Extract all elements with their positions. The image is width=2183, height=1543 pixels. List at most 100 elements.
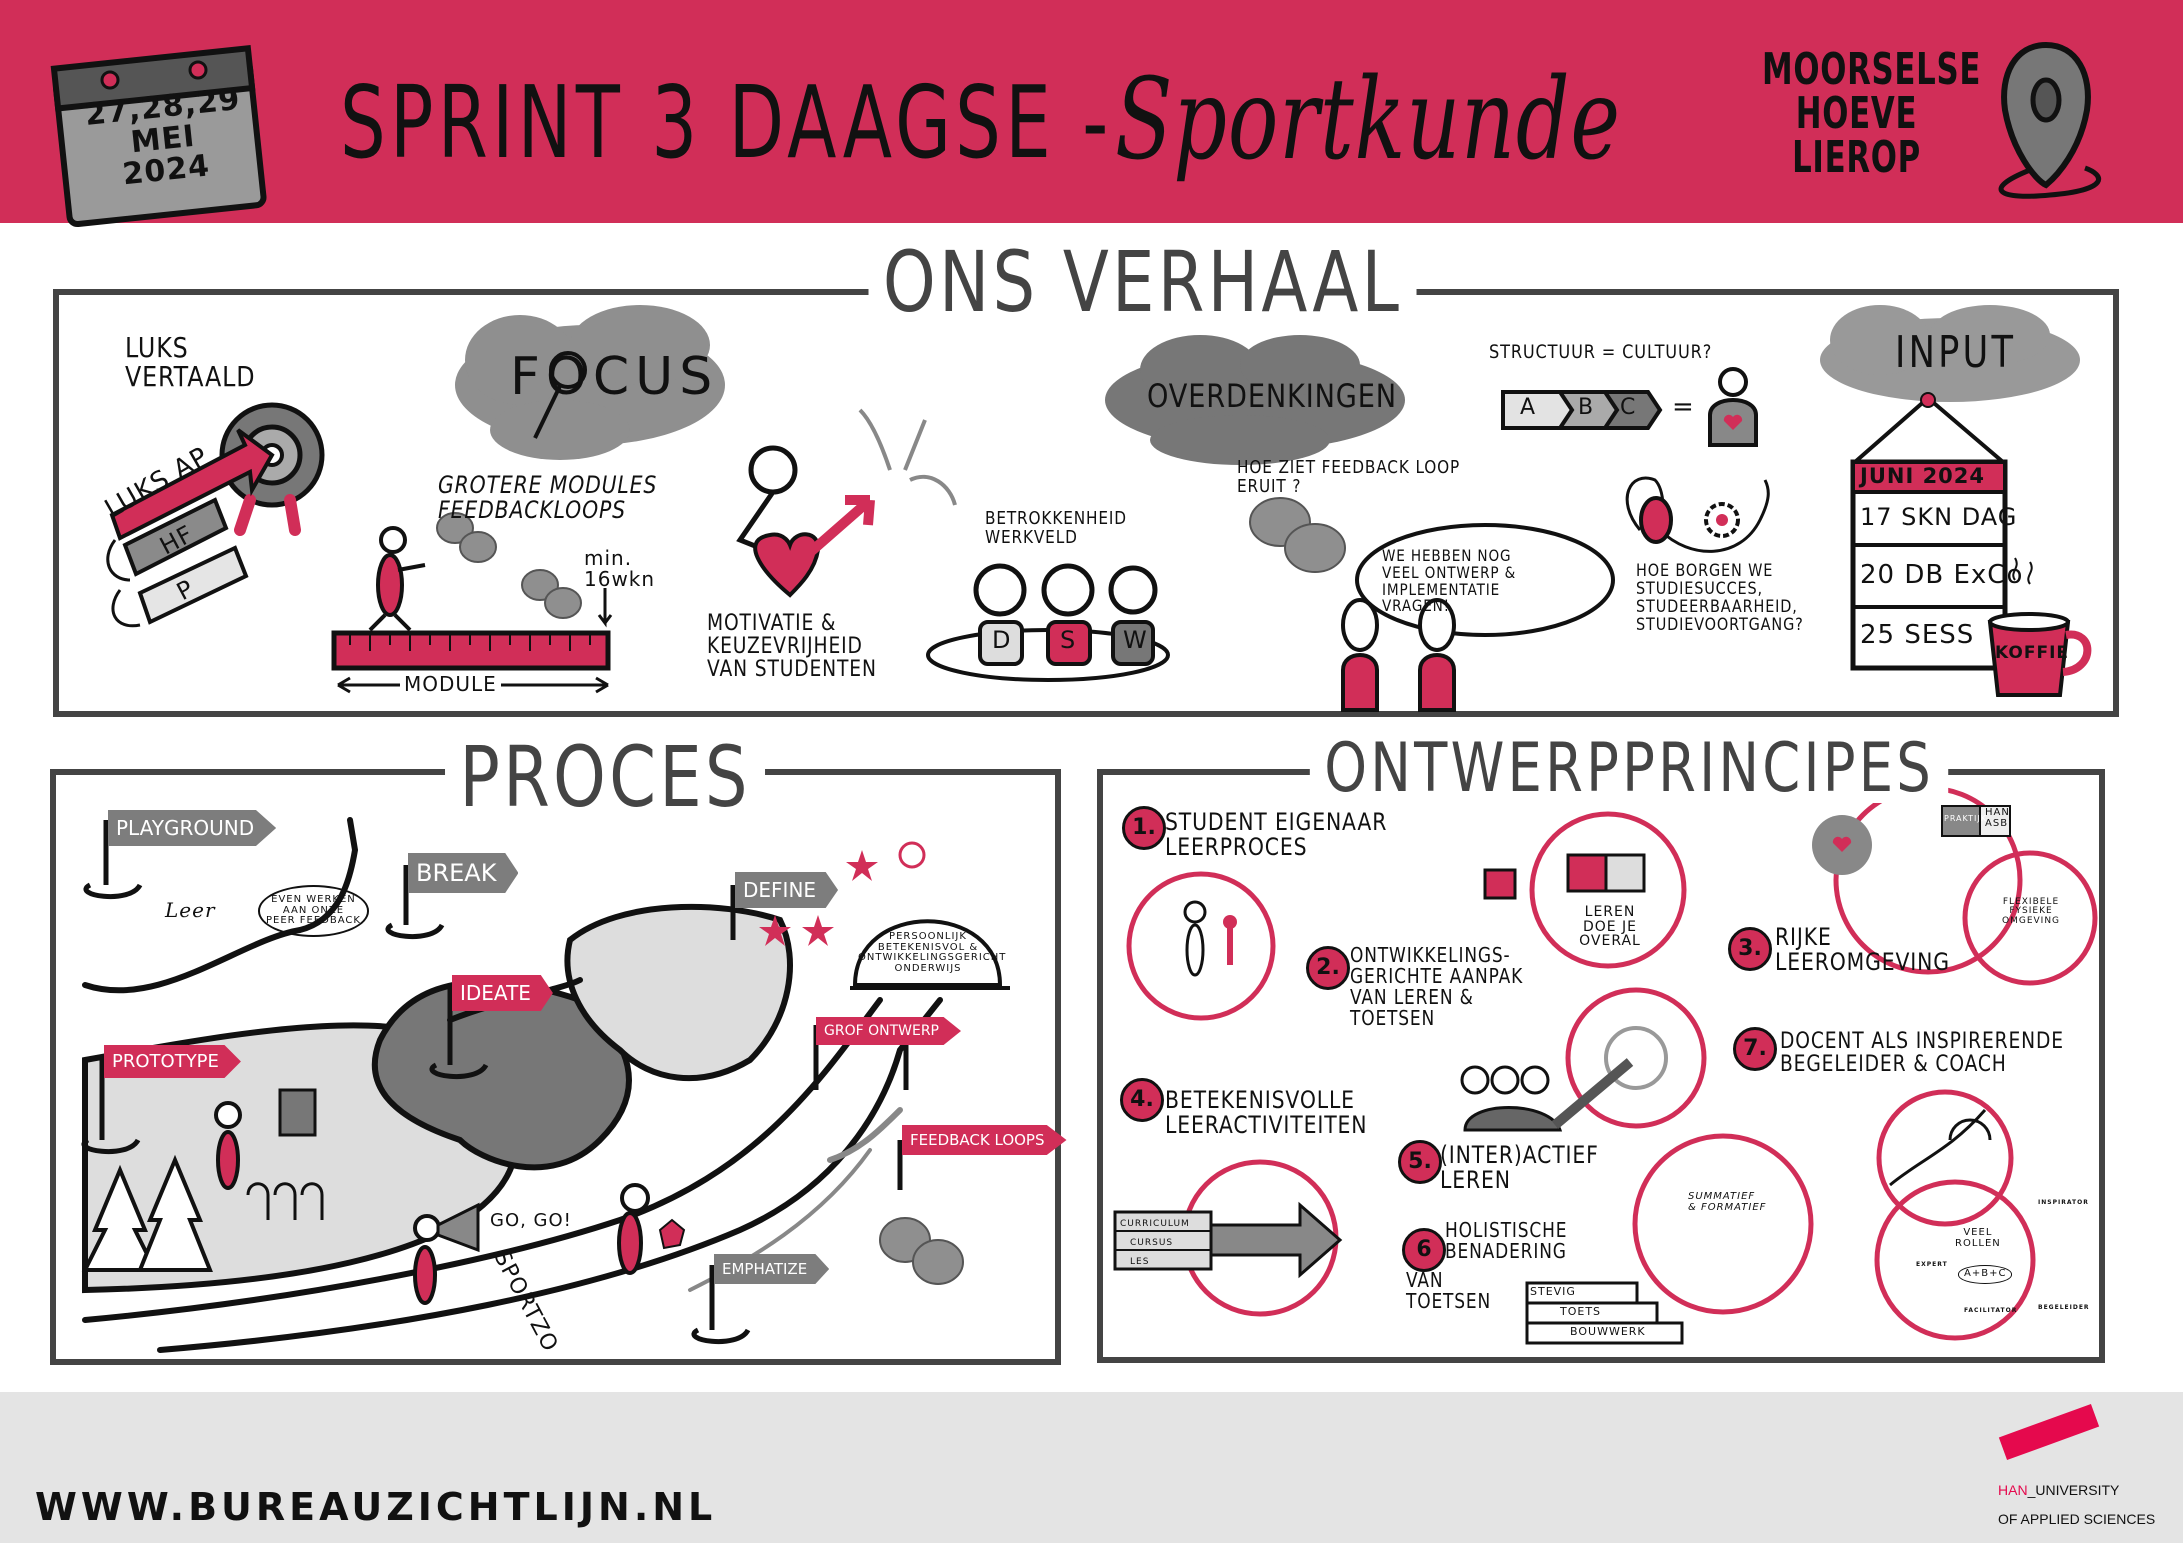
event-location: MOORSELSE HOEVE LIEROP xyxy=(1762,44,1982,183)
principle-3-label: RIJKE LEEROMGEVING xyxy=(1775,923,1950,977)
luks-ap-arrow xyxy=(109,428,275,541)
abc-c-label: C xyxy=(1620,395,1637,420)
page-title-subject: Sportkunde xyxy=(1115,55,1621,185)
curriculum-row: CURSUS xyxy=(1130,1238,1174,1248)
event-dates: 27,28,29 MEI 2024 xyxy=(83,81,243,193)
principle-number-5: 5. xyxy=(1398,1140,1442,1184)
principle-7-label: DOCENT ALS INSPIRERENDE BEGELEIDER & COA… xyxy=(1780,1029,2064,1078)
han-asb-label: HAN ASB xyxy=(1985,807,2010,829)
focus-cloud xyxy=(455,305,725,460)
runner-figure xyxy=(617,1183,686,1275)
flag-ideate: IDEATE xyxy=(452,975,553,1011)
overdenkingen-cloud xyxy=(1105,335,1405,465)
flag-poles xyxy=(81,820,909,1344)
flag-define: DEFINE xyxy=(735,872,839,908)
principle-1-label: STUDENT EIGENAAR LEERPROCES xyxy=(1165,808,1388,862)
flexibele-omgeving-label: FLEXIBELE FYSIEKE OMGEVING xyxy=(2002,897,2061,926)
flag-break: BREAK xyxy=(408,853,519,893)
flag-playground: PLAYGROUND xyxy=(108,810,277,846)
principle-4-label: BETEKENISVOLLE LEERACTIVITEITEN xyxy=(1165,1086,1368,1140)
van-toetsen-label: VAN TOETSEN xyxy=(1406,1268,1492,1313)
website-link[interactable]: WWW.BUREAUZICHTLIJN.NL xyxy=(35,1485,717,1529)
summatief-label: SUMMATIEF & FORMATIEF xyxy=(1688,1191,1767,1213)
flag-emphatize: EMPHATIZE xyxy=(714,1254,830,1284)
toets-steps xyxy=(1525,1281,1684,1345)
section-title-proces: PROCES xyxy=(445,735,766,819)
principle-2-label: ONTWIKKELINGS- GERICHTE AANPAK VAN LEREN… xyxy=(1350,943,1524,1030)
han-logo-line2: OF APPLIED SCIENCES xyxy=(1998,1511,2156,1528)
feedback-bubbles-icon xyxy=(879,1217,964,1285)
step-label: BOUWWERK xyxy=(1570,1325,1646,1338)
han-logo-han: HAN xyxy=(1998,1481,2028,1498)
peer-feedback-bubble: EVEN WERKEN AAN ONZE PEER FEEDBACK xyxy=(258,885,369,937)
sun-dome xyxy=(850,919,1010,990)
megaphone-figure xyxy=(413,1202,480,1305)
curriculum-row: LES xyxy=(1130,1257,1150,1267)
wall-calendar xyxy=(1850,392,2008,671)
input-label: INPUT xyxy=(1895,327,2017,378)
principle-number-3: 3. xyxy=(1728,927,1772,971)
calendar-row: 20 DB ExCo xyxy=(1860,560,2024,590)
running-figure xyxy=(368,526,426,632)
principle-number-6: 6 xyxy=(1402,1228,1446,1272)
two-people xyxy=(1341,598,1456,712)
dome-text: PERSOONLIJK BETEKENISVOL & ONTWIKKELINGS… xyxy=(858,931,1007,974)
section-title-ontwerpprincipes: ONTWERPPRINCIPES xyxy=(1309,735,1949,803)
role-expert: EXPERT xyxy=(1916,1261,1948,1268)
betrokkenheid-label: BETROKKENHEID WERKVELD xyxy=(985,508,1127,548)
abc-chevrons xyxy=(1501,390,1663,430)
focus-label: FOCUS xyxy=(510,347,719,407)
page-title: SPRINT 3 DAAGSE - xyxy=(340,64,1113,181)
calendar-row: 17 SKN DAG xyxy=(1860,503,2018,531)
step-label: STEVIG xyxy=(1530,1285,1576,1298)
structuur-cultuur-label: STRUCTUUR = CULTUUR? xyxy=(1489,341,1713,363)
dsw-s-label: S xyxy=(1060,626,1077,654)
luks-vertaald-label: LUKS VERTAALD xyxy=(125,331,256,394)
leren-overal-label: LEREN DOE JE OVERAL xyxy=(1579,904,1641,950)
calendar-row: 25 SESS xyxy=(1860,620,1975,650)
principle-number-1: 1. xyxy=(1122,806,1166,850)
go-go-label: GO, GO! xyxy=(490,1210,572,1231)
target-arrow-group xyxy=(1460,1026,1668,1132)
heart-person-small xyxy=(1708,367,1758,447)
equals-sign: = xyxy=(1672,392,1695,422)
curriculum-arrow xyxy=(1113,1201,1343,1279)
heart-person xyxy=(736,408,957,598)
han-logo-university: _UNIVERSITY xyxy=(2027,1481,2120,1498)
dsw-figures xyxy=(926,563,1170,682)
flag-prototype: PROTOTYPE xyxy=(104,1045,241,1078)
header-banner xyxy=(0,0,2183,223)
koffie-label: KOFFIE xyxy=(1995,643,2070,663)
section-title-ons-verhaal: ONS VERHAAL xyxy=(868,240,1417,324)
feedback-question: HOE ZIET FEEDBACK LOOP ERUIT ? xyxy=(1237,457,1461,497)
han-logo: HAN_UNIVERSITY OF APPLIED SCIENCES xyxy=(1998,1468,2155,1527)
lightbulb-gear-icon xyxy=(1625,476,1770,553)
footer xyxy=(0,1392,2183,1543)
flag-grof-ontwerp: GROF ONTWERP xyxy=(816,1017,962,1045)
stars-icon xyxy=(759,841,926,946)
grotere-modules-label: GROTERE MODULES FEEDBACKLOOPS xyxy=(438,471,658,525)
dsw-d-label: D xyxy=(992,626,1012,654)
role-facilitator: FACILITATOR xyxy=(1964,1307,2018,1314)
speech-bubble-text: WE HEBBEN NOG VEEL ONTWERP & IMPLEMENTAT… xyxy=(1382,546,1517,616)
hf-p-blocks xyxy=(106,497,249,628)
role-begeleider: BEGELEIDER xyxy=(2038,1304,2090,1311)
principle-number-2: 2. xyxy=(1306,946,1350,990)
overdenkingen-label: OVERDENKINGEN xyxy=(1147,377,1397,415)
min-wkn-label: min. 16wkn xyxy=(584,546,656,591)
pine-trees-icon xyxy=(81,1154,213,1272)
principle-number-4: 4. xyxy=(1120,1078,1164,1122)
ruler-icon xyxy=(331,588,613,694)
coffee-mug-icon xyxy=(1987,557,2092,697)
location-pin-icon xyxy=(1998,41,2102,199)
praktijk-label: PRAKTIJK xyxy=(1944,814,1988,823)
principle-6-label: HOLISTISCHE BENADERING xyxy=(1445,1218,1568,1263)
speech-bubbles-icon xyxy=(436,497,1346,619)
puzzle-icon xyxy=(1483,853,1646,900)
leer-label: Leer xyxy=(165,898,216,922)
dsw-w-label: W xyxy=(1123,626,1148,654)
principle-5-label: (INTER)ACTIEF LEREN xyxy=(1440,1141,1599,1195)
round-table-icon xyxy=(1812,805,2011,875)
abc-b-label: B xyxy=(1578,395,1595,420)
